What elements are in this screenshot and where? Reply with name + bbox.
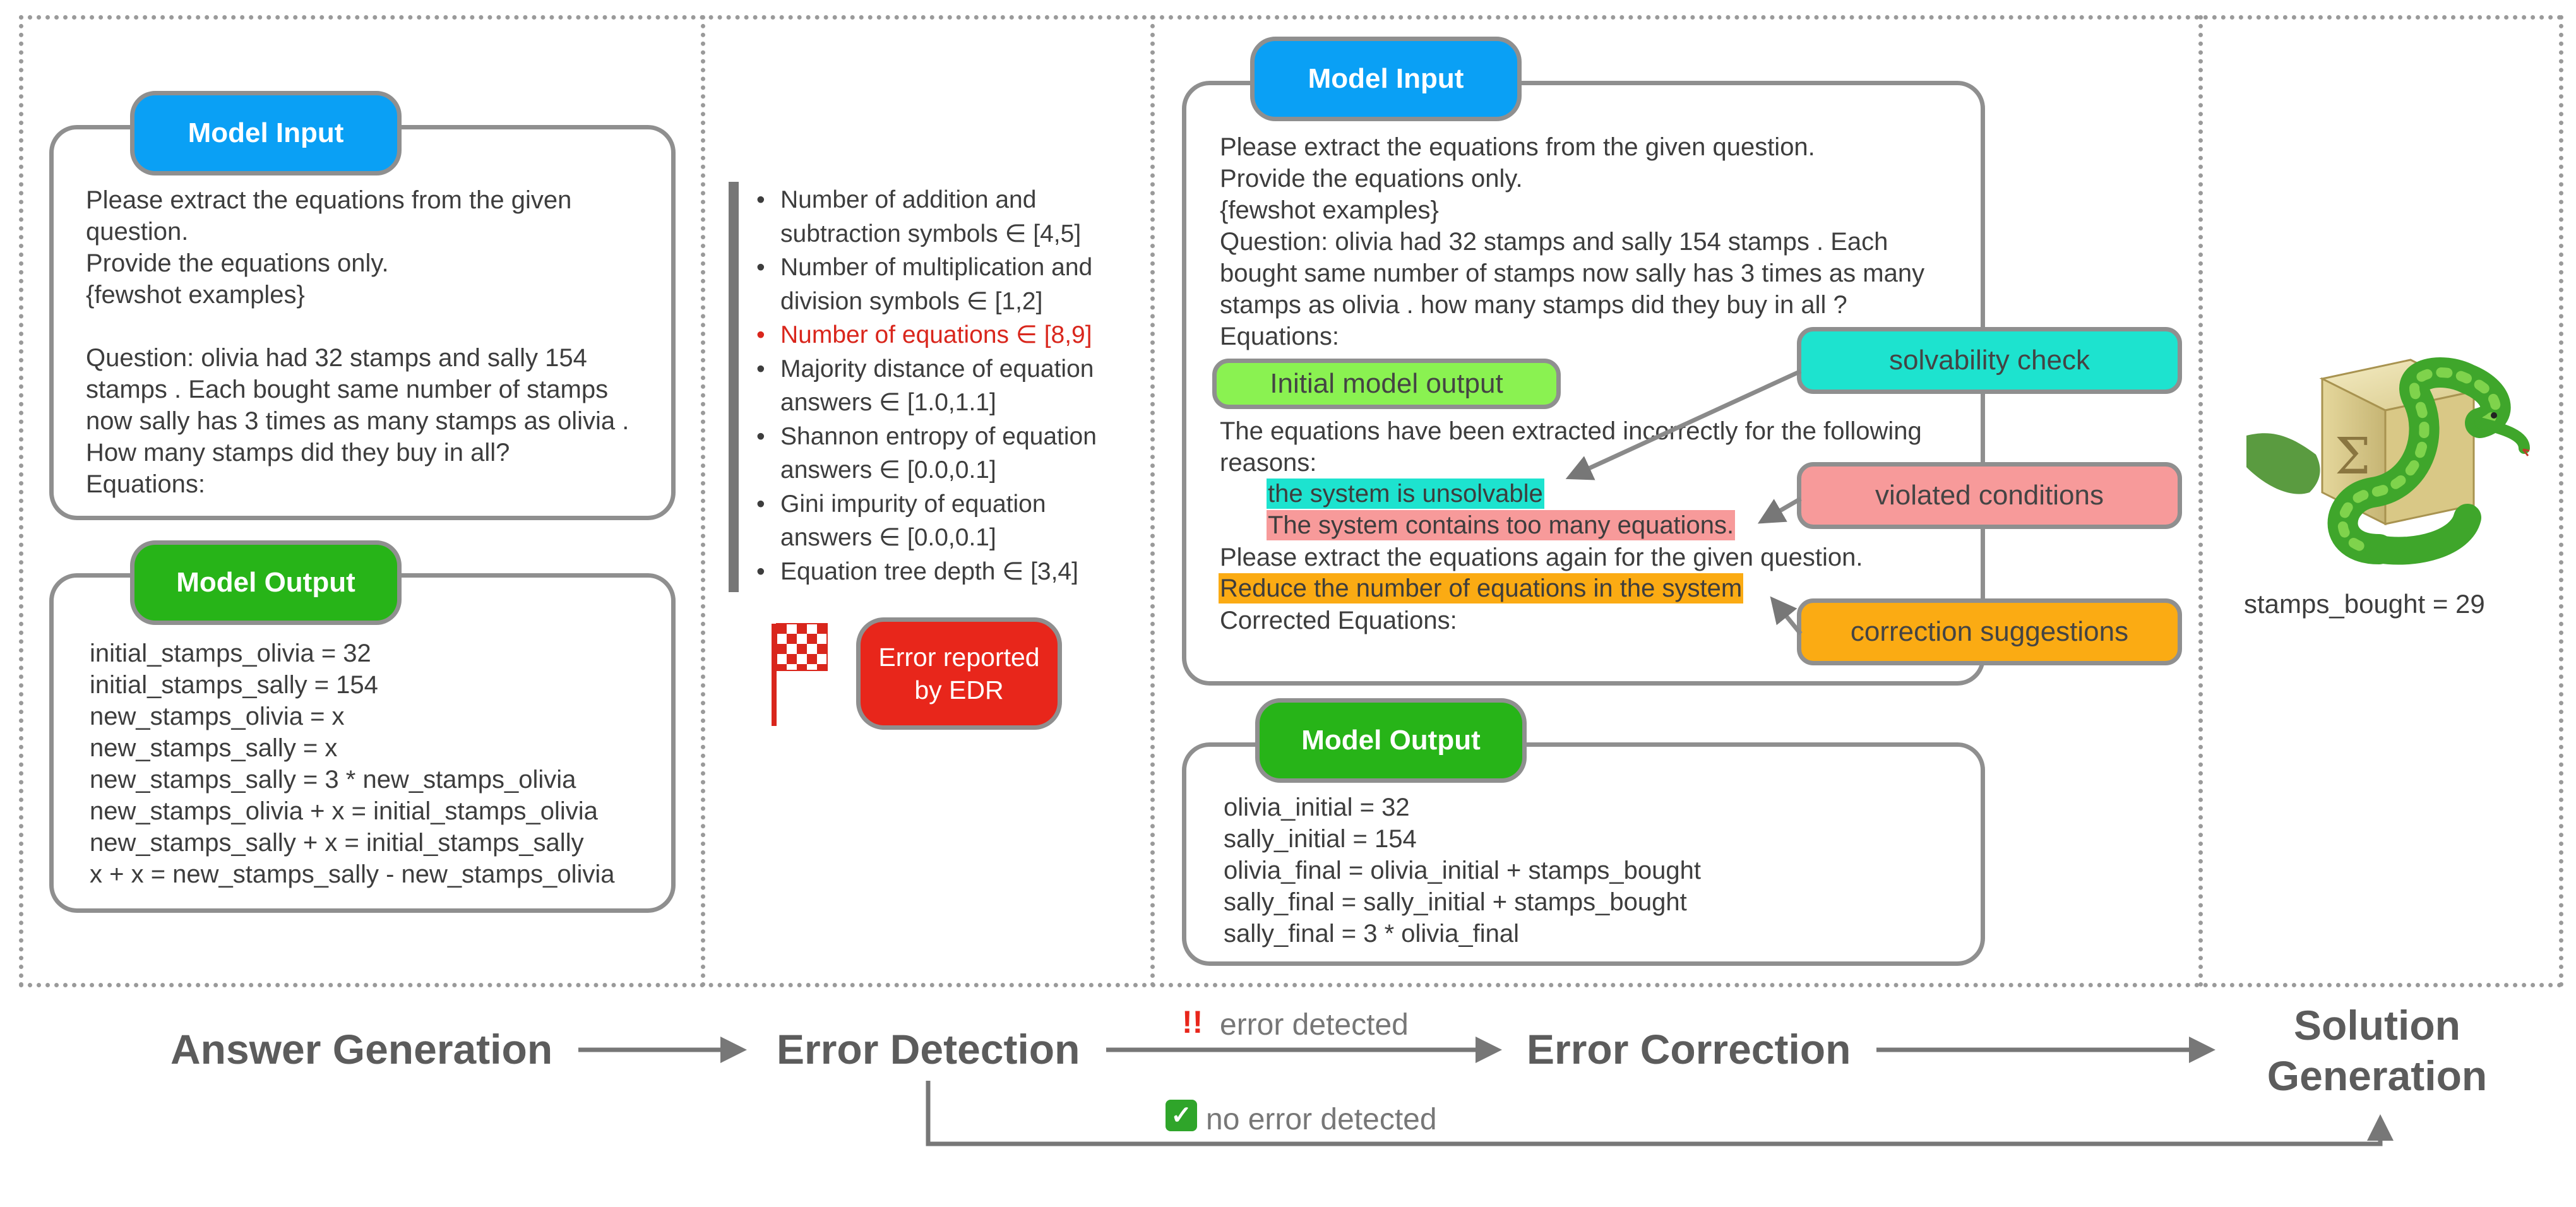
correction-input-tab: Model Input [1250, 37, 1522, 121]
metric-item: Gini impurity of equation answers ∈ [0.0,… [751, 487, 1097, 555]
solvability-check-label: solvability check [1797, 327, 2182, 394]
error-detected-text: error detected [1220, 1008, 1409, 1042]
input-line: Provide the equations only. [86, 249, 389, 277]
sympy-snake-logo-icon: Σ ∫ [2246, 357, 2530, 565]
model-output-box [49, 573, 676, 913]
label-pointer-arrows [1565, 369, 1803, 636]
input-line: Please extract the equations from the gi… [86, 186, 572, 214]
input-line: Please extract the equations from the gi… [1220, 133, 1815, 161]
stage-answer-generation: Answer Generation [170, 1026, 553, 1073]
input-line: How many stamps did they buy in all? [86, 439, 510, 467]
correction-suggestions-label: correction suggestions [1797, 598, 2182, 665]
output-line: olivia_initial = 32 [1224, 794, 1410, 821]
output-line: new_stamps_sally = 3 * new_stamps_olivia [90, 766, 576, 794]
violated-conditions-label: violated conditions [1797, 462, 2182, 529]
error-reported-line: by EDR [914, 675, 1004, 705]
metric-line: Number of multiplication and [780, 254, 1093, 281]
metric-line: answers ∈ [0.0,0.1] [780, 456, 996, 484]
input-line: Question: olivia had 32 stamps and sally… [86, 344, 587, 372]
metric-line: division symbols ∈ [1,2] [780, 287, 1043, 315]
solvability-highlight: the system is unsolvable [1267, 479, 1544, 509]
metric-item: Shannon entropy of equation answers ∈ [0.… [751, 420, 1097, 487]
input-line: stamps . Each bought same number of stam… [86, 376, 609, 403]
error-detected-mark: !! [1182, 1004, 1203, 1040]
arrow-no-error-path [926, 1081, 2394, 1146]
metrics-bar [729, 182, 739, 592]
metric-item-highlighted: Number of equations ∈ [8,9] [751, 318, 1097, 352]
input-line: stamps as olivia . how many stamps did t… [1220, 291, 1847, 319]
stage-error-detection: Error Detection [777, 1026, 1080, 1073]
divider-1 [701, 15, 705, 987]
solution-line: Generation [2267, 1052, 2488, 1099]
metric-line: Number of addition and [780, 186, 1037, 213]
metric-line: answers ∈ [0.0,0.1] [780, 524, 996, 551]
model-output-tab: Model Output [130, 540, 402, 625]
violated-highlight: The system contains too many equations. [1267, 510, 1736, 540]
pointer-violated [1757, 496, 1802, 524]
metric-line: Shannon entropy of equation [780, 422, 1097, 450]
metric-line: Equation tree depth ∈ [3,4] [780, 557, 1078, 585]
input-line: {fewshot examples} [86, 281, 305, 309]
divider-2 [1150, 15, 1155, 987]
input-line: now sally has 3 times as many stamps as … [86, 407, 629, 435]
output-line: sally_final = 3 * olivia_final [1224, 920, 1520, 948]
metric-line: subtraction symbols ∈ [4,5] [780, 220, 1082, 247]
pointer-correction [1770, 596, 1803, 636]
metric-item: Number of multiplication and division sym… [751, 251, 1097, 318]
corrected-line: Corrected Equations: [1220, 607, 1457, 634]
divider-3 [2198, 15, 2203, 987]
solution-line: Solution [2294, 1002, 2460, 1049]
output-line: new_stamps_olivia = x [90, 703, 345, 730]
output-line: new_stamps_sally + x = initial_stamps_sa… [90, 829, 584, 857]
metric-item: Equation tree depth ∈ [3,4] [751, 555, 1097, 589]
input-line: bought same number of stamps now sally h… [1220, 259, 1925, 287]
model-input-tab: Model Input [130, 91, 402, 175]
no-error-detected-text: no error detected [1206, 1103, 1437, 1136]
green-check-icon: ✓ [1166, 1100, 1197, 1131]
output-line: x + x = new_stamps_sally - new_stamps_ol… [90, 860, 615, 888]
input-line: Equations: [1220, 323, 1340, 350]
svg-text:Σ: Σ [2335, 427, 2371, 485]
input-line: Provide the equations only. [1220, 165, 1523, 193]
input-line: {fewshot examples} [1220, 196, 1439, 224]
correction-output-tab: Model Output [1255, 698, 1527, 783]
final-result: stamps_bought = 29 [2244, 589, 2485, 619]
reason-line: reasons: [1220, 449, 1317, 477]
pointer-solvability [1565, 369, 1802, 480]
metric-item: Number of addition and subtraction symbol… [751, 183, 1097, 251]
metric-line: answers ∈ [1.0,1.1] [780, 389, 996, 416]
metrics-list: Number of addition and subtraction symbol… [751, 183, 1097, 588]
output-line: olivia_final = olivia_initial + stamps_b… [1224, 857, 1702, 884]
error-reported-line: Error reported [878, 643, 1040, 672]
metric-line: Number of equations ∈ [8,9] [780, 321, 1092, 348]
input-line: Question: olivia had 32 stamps and sally… [1220, 228, 1888, 256]
input-line: Equations: [86, 470, 206, 498]
output-line: sally_final = sally_initial + stamps_bou… [1224, 888, 1687, 916]
suggestion-highlight: Reduce the number of equations in the sy… [1219, 573, 1744, 604]
metric-line: Gini impurity of equation [780, 490, 1046, 518]
flow-arrows [578, 1037, 2394, 1146]
stage-solution-generation: Solution Generation [2248, 1000, 2507, 1101]
output-line: sally_initial = 154 [1224, 825, 1417, 853]
error-reported-box: Error reported by EDR [856, 617, 1062, 730]
output-line: initial_stamps_olivia = 32 [90, 639, 371, 667]
output-line: new_stamps_olivia + x = initial_stamps_o… [90, 797, 598, 825]
metric-item: Majority distance of equation answers ∈ [… [751, 352, 1097, 420]
panels-frame [19, 15, 2563, 987]
reason-line: The equations have been extracted incorr… [1220, 417, 1922, 445]
stage-error-correction: Error Correction [1527, 1026, 1851, 1073]
metric-line: Majority distance of equation [780, 355, 1094, 383]
initial-model-output-label: Initial model output [1212, 359, 1561, 409]
input-line: question. [86, 218, 189, 246]
output-line: initial_stamps_sally = 154 [90, 671, 378, 699]
reextract-line: Please extract the equations again for t… [1220, 544, 1863, 571]
checkered-flag-icon [772, 623, 828, 726]
output-line: new_stamps_sally = x [90, 734, 338, 762]
